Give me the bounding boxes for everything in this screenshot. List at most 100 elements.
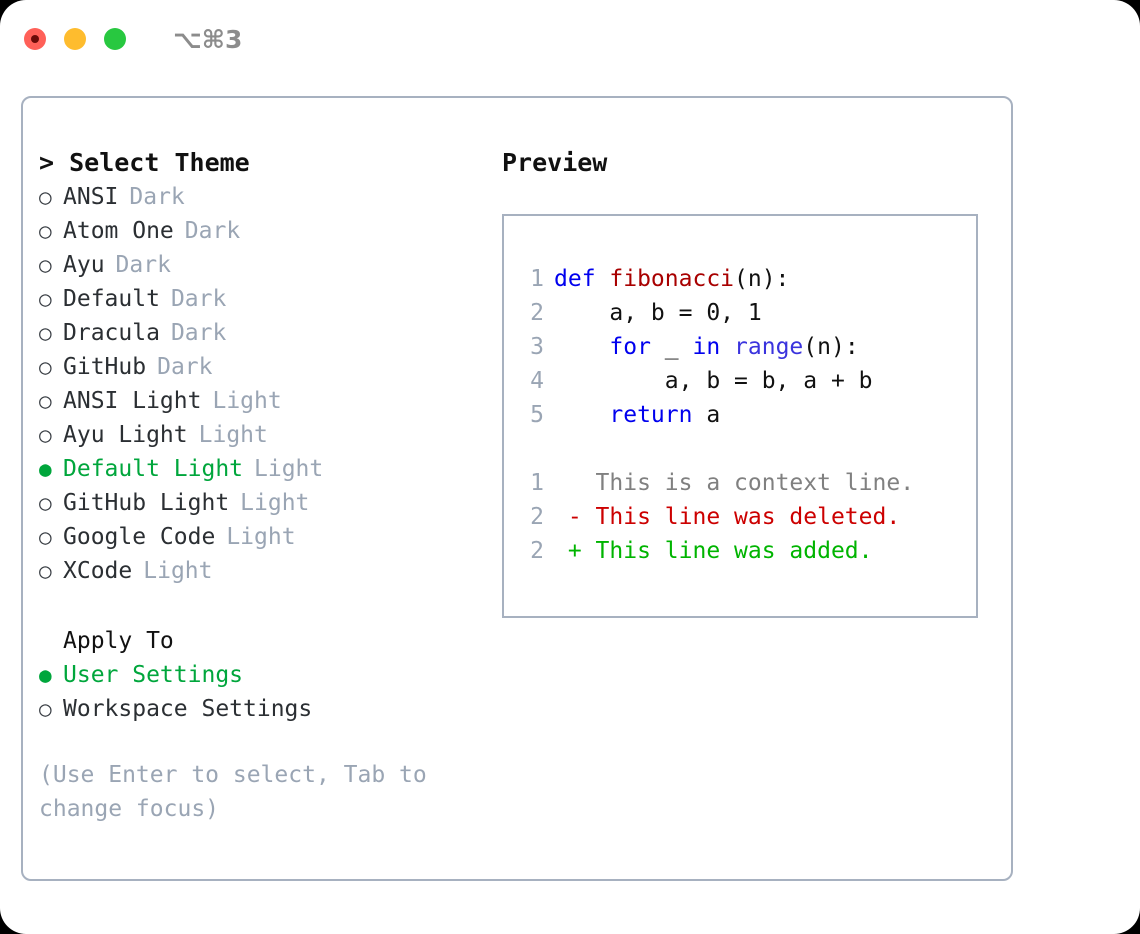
theme-kind-label: Light — [143, 558, 213, 584]
diff-marker: + — [554, 538, 582, 564]
diff-marker — [554, 470, 582, 496]
code-blank-line — [522, 432, 914, 466]
minimize-button[interactable] — [64, 28, 86, 50]
radio-unselected-icon: ○ — [39, 491, 52, 515]
code-token: a — [692, 402, 721, 428]
theme-name-label: Default Light — [63, 456, 244, 482]
line-number: 1 — [530, 470, 544, 496]
window-controls — [24, 28, 126, 50]
code-line: 3 for _ in range(n): — [522, 330, 914, 364]
theme-kind-label: Light — [212, 388, 282, 414]
keyboard-hint: (Use Enter to select, Tab to change focu… — [39, 762, 441, 822]
theme-list-item[interactable]: ○ ANSI Dark — [39, 180, 479, 214]
code-token — [554, 334, 609, 360]
apply-to-item[interactable]: ●User Settings — [39, 658, 479, 692]
code-token: fibonacci — [609, 266, 735, 292]
radio-unselected-icon: ○ — [39, 253, 52, 277]
radio-unselected-icon: ○ — [39, 355, 52, 379]
radio-unselected-icon: ○ — [39, 525, 52, 549]
theme-name-label: Google Code — [63, 524, 216, 550]
theme-list-item[interactable]: ○ Default Dark — [39, 282, 479, 316]
diff-line: 1 This is a context line. — [522, 466, 914, 500]
code-token: a, b = b, a + b — [554, 368, 873, 394]
radio-unselected-icon: ○ — [39, 185, 52, 209]
radio-unselected-icon: ○ — [39, 287, 52, 311]
code-token: in — [692, 334, 721, 360]
theme-list-item[interactable]: ○ GitHub Light Light — [39, 486, 479, 520]
code-line: 2 a, b = 0, 1 — [522, 296, 914, 330]
radio-selected-icon: ● — [39, 663, 52, 687]
code-line: 4 a, b = b, a + b — [522, 364, 914, 398]
diff-text: This line was added. — [581, 538, 873, 564]
line-number: 2 — [530, 300, 544, 326]
preview-title: Preview — [502, 148, 608, 177]
title-bar: ⌥⌘3 — [0, 0, 1140, 78]
code-token: return — [609, 402, 693, 428]
theme-name-label: ANSI — [63, 184, 119, 210]
line-number: 2 — [530, 504, 544, 530]
theme-name-label: Ayu Light — [63, 422, 188, 448]
radio-unselected-icon: ○ — [39, 389, 52, 413]
theme-list-item[interactable]: ○ XCode Light — [39, 554, 479, 588]
code-token: a, b = 0, 1 — [554, 300, 762, 326]
theme-list-item[interactable]: ● Default Light Light — [39, 452, 479, 486]
code-token: def — [554, 266, 610, 292]
radio-selected-icon: ● — [39, 457, 52, 481]
line-number: 4 — [530, 368, 544, 394]
theme-kind-label: Dark — [115, 252, 171, 278]
theme-kind-label: Dark — [170, 320, 227, 346]
theme-name-label: XCode — [63, 558, 133, 584]
theme-list-item[interactable]: ○ Ayu Dark — [39, 248, 479, 282]
page-title: > Select Theme — [39, 148, 250, 177]
diff-line: 2 + This line was added. — [522, 534, 914, 568]
code-token — [554, 402, 609, 428]
keyboard-shortcut-label: ⌥⌘3 — [173, 24, 243, 54]
theme-name-label: Default — [63, 286, 160, 312]
line-number: 2 — [530, 538, 544, 564]
diff-text: This line was deleted. — [581, 504, 901, 530]
apply-to-label: Workspace Settings — [63, 696, 313, 722]
theme-kind-label: Light — [254, 456, 324, 482]
line-number: 3 — [530, 334, 544, 360]
theme-kind-label: Light — [240, 490, 310, 516]
diff-line: 2 - This line was deleted. — [522, 500, 914, 534]
apply-to-header: Apply To — [63, 628, 174, 654]
diff-text: This is a context line. — [581, 470, 915, 496]
theme-name-label: Atom One — [63, 218, 174, 244]
radio-unselected-icon: ○ — [39, 697, 52, 721]
zoom-button[interactable] — [104, 28, 126, 50]
theme-kind-label: Dark — [129, 184, 185, 210]
theme-list-item[interactable]: ○ ANSI Light Light — [39, 384, 479, 418]
code-line: 1 def fibonacci(n): — [522, 262, 914, 296]
radio-unselected-icon: ○ — [39, 423, 52, 447]
code-line: 5 return a — [522, 398, 914, 432]
code-token: (n): — [734, 266, 790, 292]
code-token: (n): — [803, 334, 859, 360]
theme-name-label: GitHub Light — [63, 490, 230, 516]
apply-to-list: ●User Settings ○ Workspace Settings — [39, 658, 479, 726]
theme-kind-label: Dark — [170, 286, 227, 312]
apply-to-item[interactable]: ○ Workspace Settings — [39, 692, 479, 726]
radio-unselected-icon: ○ — [39, 219, 52, 243]
line-number: 1 — [530, 266, 544, 292]
theme-name-label: GitHub — [63, 354, 147, 380]
radio-unselected-icon: ○ — [39, 559, 52, 583]
radio-unselected-icon: ○ — [39, 321, 52, 345]
line-number: 5 — [530, 402, 544, 428]
diff-marker: - — [554, 504, 582, 530]
theme-name-label: ANSI Light — [63, 388, 202, 414]
close-button[interactable] — [24, 28, 46, 50]
code-token — [720, 334, 734, 360]
theme-name-label: Ayu — [63, 252, 105, 278]
